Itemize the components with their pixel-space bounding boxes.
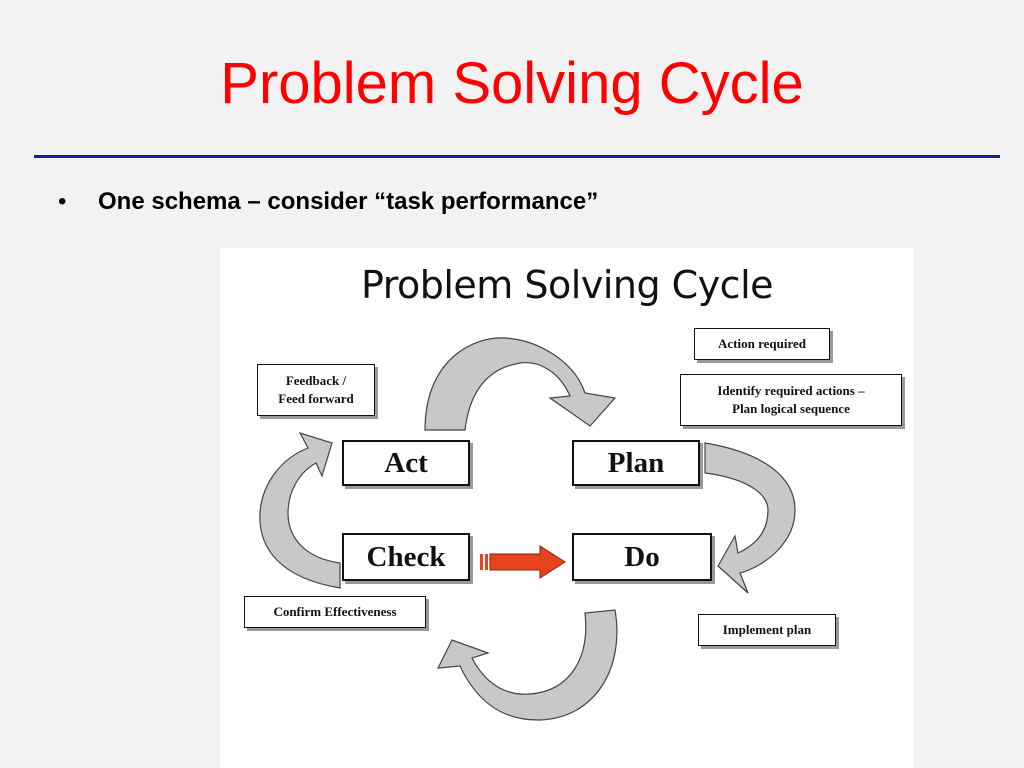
note-implement-plan: Implement plan <box>698 614 836 646</box>
arrow-check-to-do <box>489 545 566 579</box>
bullet-text: One schema – consider “task performance” <box>98 188 599 215</box>
note-action-required: Action required <box>694 328 830 360</box>
cycle-arrows <box>259 337 796 721</box>
cycle-diagram: Problem Solving Cycle Act Plan Check Do … <box>220 248 914 768</box>
stage-act: Act <box>342 440 470 486</box>
diagram-title: Problem Solving Cycle <box>360 263 774 307</box>
arrow-check-to-do-tail-2 <box>485 554 488 570</box>
arrow-check-to-do-tail-1 <box>480 554 483 570</box>
arrow-act-to-plan <box>424 337 617 431</box>
arrow-do-to-check <box>436 609 618 721</box>
bullet-item: • One schema – consider “task performance… <box>58 188 598 216</box>
stage-check: Check <box>342 533 470 581</box>
note-feedback: Feedback / Feed forward <box>257 364 375 416</box>
bullet-dot-icon: • <box>58 188 67 215</box>
note-confirm-effectiveness: Confirm Effectiveness <box>244 596 426 628</box>
slide-title: Problem Solving Cycle <box>220 51 804 116</box>
title-divider <box>34 155 1000 158</box>
stage-do: Do <box>572 533 712 581</box>
stage-plan: Plan <box>572 440 700 486</box>
arrow-plan-to-do <box>704 442 796 594</box>
arrow-check-to-act <box>259 431 341 589</box>
note-identify-actions: Identify required actions – Plan logical… <box>680 374 902 426</box>
